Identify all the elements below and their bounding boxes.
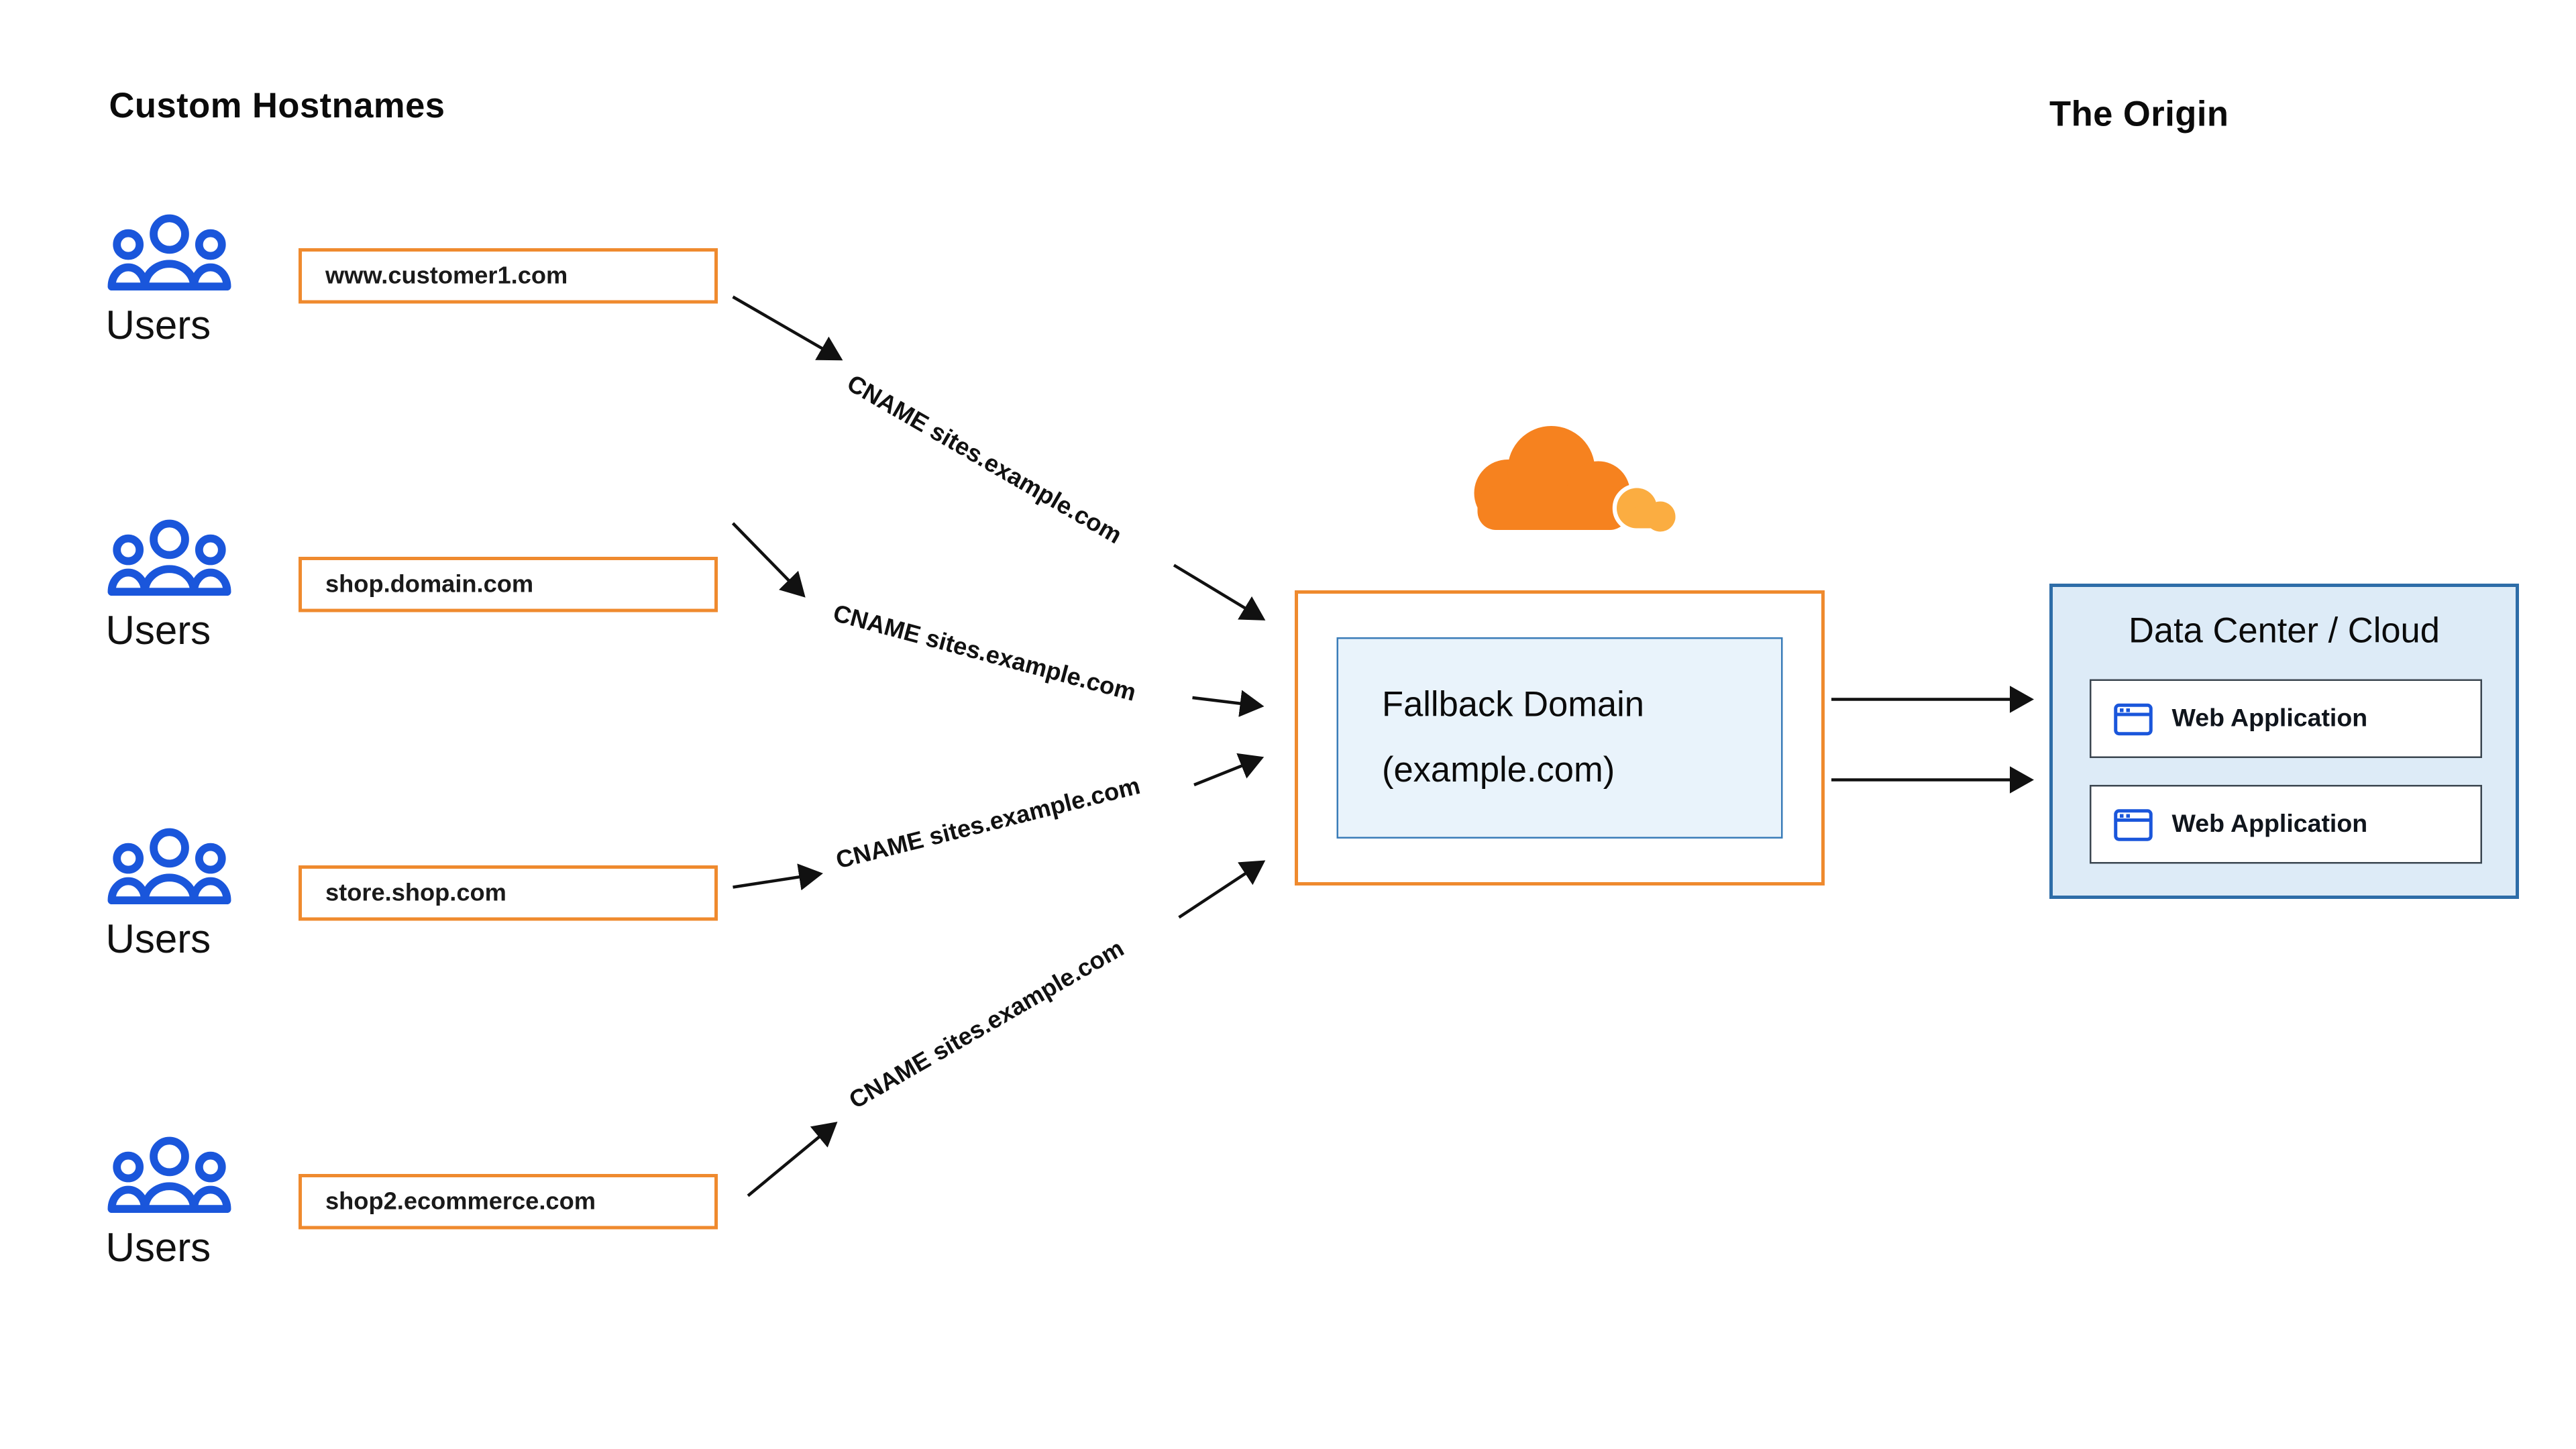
arrow-cname1-tail <box>1173 564 1266 621</box>
web-application-label: Web Application <box>2171 704 2368 733</box>
users-icon <box>107 519 231 596</box>
arrow-cname3-lead <box>733 863 823 891</box>
hostname-box-shop-domain: shop.domain.com <box>299 557 718 612</box>
web-application-box-1: Web Application <box>2090 679 2482 758</box>
data-center-box: Data Center / Cloud Web Application Web <box>2049 584 2519 899</box>
arrow-cname3-tail <box>1193 753 1265 787</box>
arrow-cname4-tail <box>1178 860 1266 919</box>
hostname-label: shop2.ecommerce.com <box>325 1188 596 1216</box>
fallback-domain-line2: (example.com) <box>1382 751 1615 790</box>
data-center-title: Data Center / Cloud <box>2128 612 2440 651</box>
hostname-box-store-shop: store.shop.com <box>299 865 718 921</box>
cloudflare-main-cloud <box>1474 426 1630 530</box>
hostname-label: store.shop.com <box>325 879 506 907</box>
arrow-cname2-tail <box>1192 690 1265 717</box>
cloudflare-cloud-icon <box>1474 426 1680 536</box>
users-icon <box>107 828 231 905</box>
user-group-4: Users <box>106 1134 250 1273</box>
arrow-cname1-lead <box>732 295 843 361</box>
users-icon <box>107 1136 231 1214</box>
users-label: Users <box>105 1226 211 1272</box>
hostname-box-customer1: www.customer1.com <box>299 248 718 304</box>
arrow-cname4-lead <box>747 1122 838 1197</box>
cname-label-4: CNAME sites.example.com <box>845 935 1130 1116</box>
hostname-box-shop2-ecommerce: shop2.ecommerce.com <box>299 1174 718 1230</box>
web-application-label: Web Application <box>2171 810 2368 839</box>
arrow-cname2-lead <box>731 522 806 598</box>
origin-heading: The Origin <box>2049 95 2229 135</box>
browser-window-icon <box>2114 808 2153 841</box>
custom-hostnames-heading: Custom Hostnames <box>109 87 445 126</box>
user-group-1: Users <box>106 211 250 351</box>
users-label: Users <box>105 608 211 655</box>
users-icon <box>107 214 231 291</box>
cname-label-2: CNAME sites.example.com <box>830 600 1139 708</box>
users-label: Users <box>105 917 211 963</box>
hostname-label: www.customer1.com <box>325 262 568 290</box>
hostname-label: shop.domain.com <box>325 571 534 598</box>
fallback-domain-box: Fallback Domain (example.com) <box>1336 637 1783 839</box>
fallback-domain-outer-box: Fallback Domain (example.com) <box>1295 590 1825 885</box>
cloudflare-light-cloud <box>1617 488 1676 532</box>
fallback-domain-line1: Fallback Domain <box>1382 686 1645 725</box>
browser-window-icon <box>2114 702 2153 735</box>
users-label: Users <box>105 303 211 350</box>
user-group-2: Users <box>106 517 250 656</box>
web-application-box-2: Web Application <box>2090 785 2482 864</box>
cname-label-1: CNAME sites.example.com <box>842 370 1126 551</box>
user-group-3: Users <box>106 825 250 965</box>
cname-label-3: CNAME sites.example.com <box>833 773 1143 875</box>
